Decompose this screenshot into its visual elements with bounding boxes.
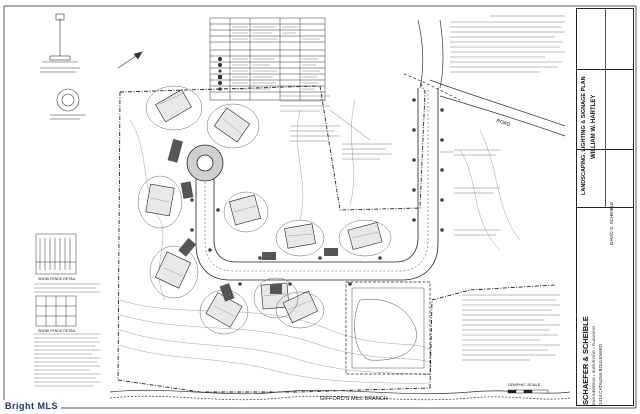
firm-subtitle: ENGINEERING • SURVEYING • PLANNING <box>591 325 596 405</box>
general-notes <box>34 283 100 387</box>
firm-name: SCHAEFER & SCHEIBLE <box>581 316 590 405</box>
site-notes <box>462 294 560 361</box>
title-block: SCHAEFER & SCHEIBLE ENGINEERING • SURVEY… <box>576 8 634 406</box>
lot-plantings <box>137 85 392 335</box>
private-drive <box>195 88 439 281</box>
snow-fence-detail-1 <box>35 233 77 275</box>
firm-address: 1414 CATALINA BOULEVARD <box>598 343 603 405</box>
tree-planting-detail <box>50 88 86 120</box>
engineer-name: DAVID S. SCHEIBLE <box>609 201 614 245</box>
driveways <box>167 138 338 302</box>
lamp-post-detail <box>40 13 80 73</box>
property-boundary <box>117 81 556 393</box>
snow-fence-detail-label-1: SNOW FENCE DETAIL <box>38 277 76 281</box>
legend-table <box>209 17 326 101</box>
public-road <box>403 19 566 137</box>
graphic-scale-label: GRAPHIC SCALE <box>508 382 541 387</box>
snow-fence-detail-label-2: SNOW FENCE DETAIL <box>38 329 76 333</box>
north-arrow <box>117 51 143 69</box>
street-trees <box>190 98 444 286</box>
snow-fence-detail-2 <box>35 295 77 327</box>
stormwater-basin <box>345 281 431 375</box>
callout-notes <box>280 95 500 236</box>
watermark: Bright MLS <box>2 400 61 412</box>
stream-label: GIFFORD'S MILL BRANCH <box>320 396 388 402</box>
cul-de-sac <box>186 144 224 182</box>
plan-title: LANDSCAPING, LIGHTING & SIGNAGE PLAN <box>581 76 587 195</box>
graphic-scale <box>507 389 549 394</box>
notes-block <box>450 15 565 73</box>
